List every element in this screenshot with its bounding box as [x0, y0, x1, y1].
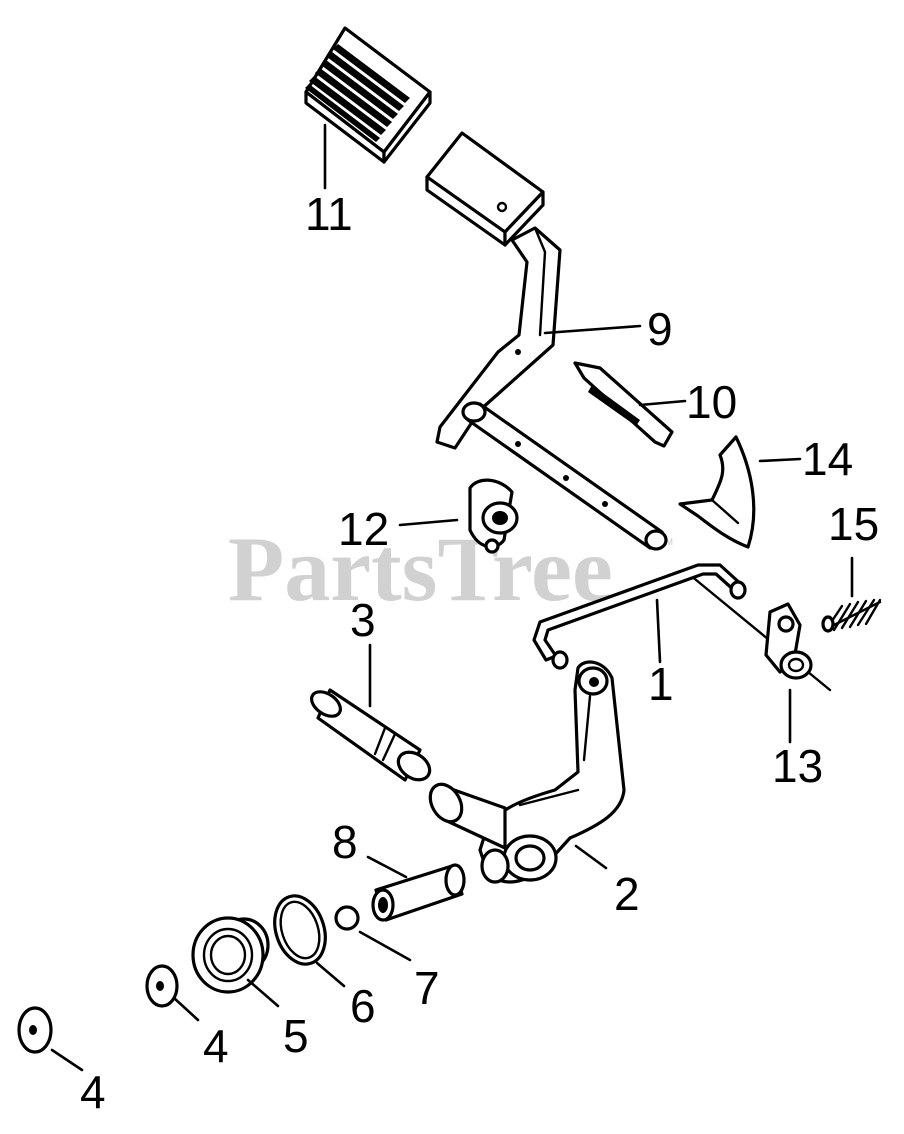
part-6-o-ring[interactable] — [266, 889, 333, 970]
callout-11: 11 — [305, 188, 353, 240]
part-7-ball[interactable] — [334, 905, 360, 931]
part-14-bracket[interactable] — [678, 435, 756, 549]
callout-10: 10 — [686, 376, 737, 428]
part-10-clip[interactable] — [573, 361, 674, 448]
part-2-brake-lever[interactable] — [424, 660, 626, 884]
callout-3: 3 — [350, 594, 376, 646]
callout-1: 1 — [648, 658, 674, 710]
callout-7: 7 — [414, 962, 440, 1014]
callout-6: 6 — [350, 980, 376, 1032]
callout-15: 15 — [828, 498, 879, 550]
part-8-sleeve[interactable] — [371, 863, 466, 922]
part-4-washer-a[interactable] — [145, 964, 179, 1008]
part-12-flange-bushing[interactable] — [468, 478, 519, 554]
callout-4-upper: 4 — [203, 1020, 229, 1072]
watermark-text: PartsTree — [228, 518, 613, 620]
part-3-pin[interactable] — [307, 687, 435, 786]
callout-13: 13 — [772, 740, 823, 792]
callout-5: 5 — [283, 1010, 309, 1062]
part-15-spring[interactable] — [821, 598, 882, 633]
part-4-washer-b[interactable] — [17, 1006, 53, 1054]
callout-8: 8 — [332, 816, 358, 868]
callout-14: 14 — [802, 433, 853, 485]
callout-2: 2 — [614, 868, 640, 920]
callout-labels: 11 9 10 14 12 15 3 1 13 8 2 7 6 5 4 4 — [80, 188, 879, 1118]
part-9-pedal-arm[interactable] — [425, 131, 562, 450]
leader-lines — [50, 123, 854, 1072]
part-1-brake-rod[interactable] — [532, 563, 747, 670]
callout-12: 12 — [338, 503, 389, 555]
callout-9: 9 — [647, 303, 673, 355]
callout-4-lower: 4 — [80, 1066, 106, 1118]
part-5-seal[interactable] — [191, 916, 270, 994]
part-13-rod-end[interactable] — [764, 602, 813, 680]
part-11-pedal-pad[interactable] — [304, 26, 432, 164]
